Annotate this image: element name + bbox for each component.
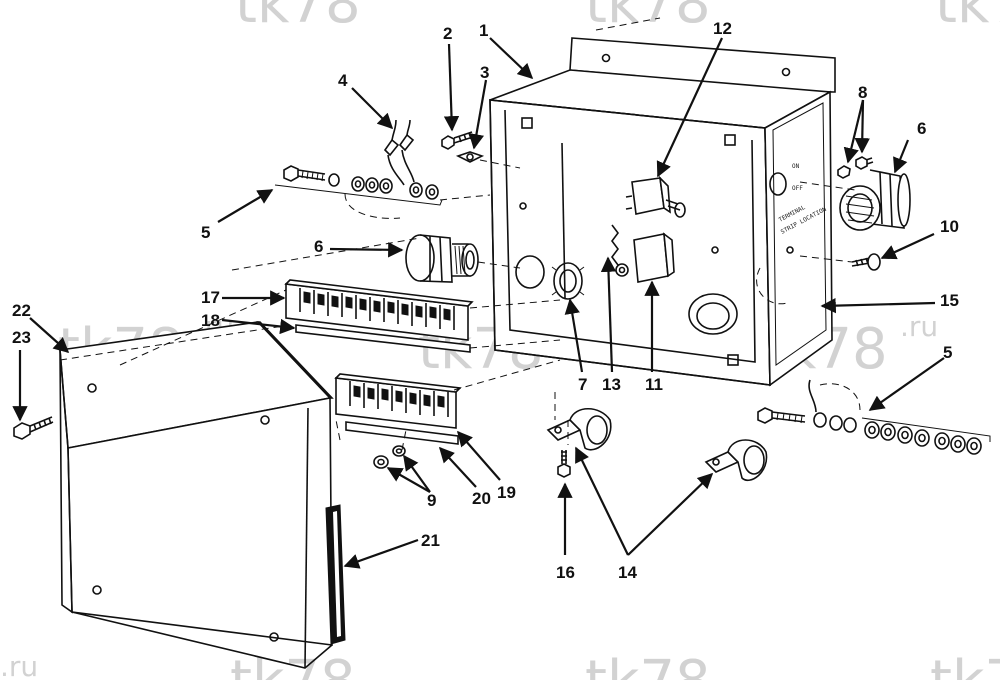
callout-7: 7 [578, 375, 587, 394]
watermark-bottom-4: tk78 [930, 649, 1000, 680]
callout-3: 3 [480, 63, 489, 82]
leader-lines [12, 37, 945, 569]
callout-16: 16 [556, 563, 575, 582]
terminal-strip-large [284, 279, 474, 341]
callout-18: 18 [201, 311, 220, 330]
callout-8: 8 [858, 83, 867, 102]
callout-20: 20 [472, 489, 491, 508]
watermark-mid-3-suffix: .ru [900, 310, 938, 343]
callout-22: 22 [12, 301, 31, 320]
watermark-top-1: tk78 [235, 0, 361, 36]
nut-washer-9 [373, 445, 406, 469]
cover-plate [59, 321, 334, 669]
callout-15: 15 [940, 291, 959, 310]
clip-nut-3 [455, 151, 485, 163]
callout-13: 13 [602, 375, 621, 394]
svg-text:ON: ON [792, 163, 800, 170]
callout-19: 19 [497, 483, 516, 502]
watermark-bottom-1: .ru [0, 650, 38, 680]
cover-screw [13, 416, 54, 440]
gasket-strip [325, 504, 346, 645]
callout-14: 14 [618, 563, 637, 582]
callout-21: 21 [421, 531, 440, 550]
callout-23: 23 [12, 328, 31, 347]
relay-block [615, 232, 675, 283]
cable-clamp-right [704, 439, 768, 481]
watermark-top-2: tk78 [585, 0, 711, 36]
callout-10: 10 [940, 217, 959, 236]
watermark-top-3: tk78 [935, 0, 1000, 36]
toggle-switch [625, 175, 686, 218]
screws-pair [837, 156, 874, 179]
callout-11: 11 [645, 375, 663, 394]
callout-9: 9 [427, 491, 436, 510]
svg-text:OFF: OFF [792, 185, 803, 192]
callout-4: 4 [338, 71, 348, 90]
hardware-row-left [274, 165, 443, 219]
marker-strip-18 [295, 324, 471, 353]
callout-labels: 1 2 3 4 5 5 6 6 7 8 9 10 11 12 13 14 15 … [12, 19, 959, 582]
watermark-bottom-3: tk78 [585, 649, 711, 680]
wire-leads [383, 119, 415, 186]
callout-1: 1 [479, 21, 488, 40]
screw-2 [441, 131, 474, 150]
callout-5-right: 5 [943, 343, 952, 362]
screw-10 [851, 253, 881, 271]
callout-12: 12 [713, 19, 732, 38]
callout-2: 2 [443, 24, 452, 43]
cable-clamp-left [546, 407, 612, 451]
gland-nut [688, 293, 738, 335]
screw-16 [557, 450, 571, 478]
terminal-strip-small [334, 373, 462, 429]
cable-connector-left [405, 234, 479, 283]
hardware-row-right [757, 379, 991, 455]
enclosure-box: ON OFF TERMINAL STRIP LOCATION [489, 37, 836, 387]
callout-5-left: 5 [201, 223, 210, 242]
cable-connector-right [839, 169, 911, 231]
callout-6-left: 6 [314, 237, 323, 256]
callout-17: 17 [201, 288, 220, 307]
callout-6-right: 6 [917, 119, 926, 138]
